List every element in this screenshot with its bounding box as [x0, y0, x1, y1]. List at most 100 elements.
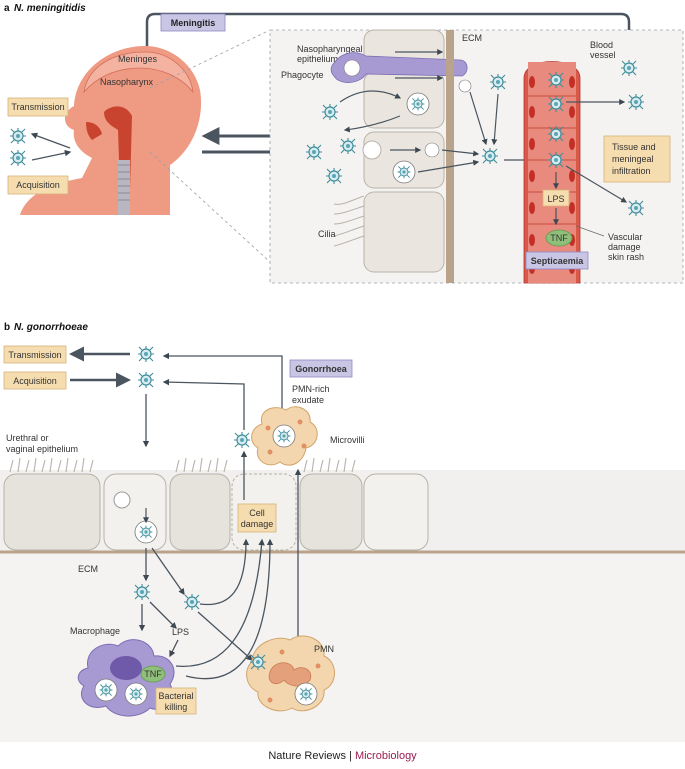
exudate-label-line1: PMN-rich: [292, 384, 330, 394]
tnf-label-b: TNF: [144, 669, 162, 679]
bacterium-in-vacuole: [393, 161, 415, 183]
ecm-a: [446, 30, 454, 283]
transmission-box-a: [7, 97, 69, 117]
panel-b-title: N. gonorrhoeae: [14, 322, 88, 333]
acquisition-label-a: Acquisition: [16, 180, 60, 190]
exudate-label-line2: exudate: [292, 395, 324, 405]
panel-b-letter: b: [4, 322, 10, 333]
bacterium-in-vacuole: [273, 425, 295, 447]
bacterium-in-vacuole: [135, 521, 157, 543]
lps-box-a: [542, 189, 570, 207]
phagocyte-label: Phagocyte: [281, 70, 324, 80]
bacterium: [321, 103, 339, 121]
ecm-label-a: ECM: [462, 33, 482, 43]
bacterium-in-vacuole: [295, 683, 317, 705]
arrow: [469, 91, 488, 146]
bacterium: [133, 583, 151, 601]
cilia-label: Cilia: [318, 229, 336, 239]
bacterium: [137, 345, 155, 363]
ecm-label-b: ECM: [78, 564, 98, 574]
transmission-box-b: [3, 345, 67, 364]
gonorrhoea-label: Gonorrhoea: [295, 364, 347, 374]
bacterium: [547, 71, 565, 89]
macrophage-label: Macrophage: [70, 626, 120, 636]
bacterium: [183, 593, 201, 611]
arrow: [149, 601, 177, 629]
vascular-label-line1: Vascular: [608, 232, 642, 242]
septicaemia-box: [525, 251, 589, 270]
arrow: [491, 93, 499, 146]
tnf-ellipse-b: [140, 665, 166, 683]
tissue-label-line2: meningeal: [612, 154, 654, 164]
footer-credit: Nature Reviews | Microbiology: [0, 750, 685, 762]
acquisition-label-b: Acquisition: [13, 376, 57, 386]
killing-label-line2: killing: [165, 702, 188, 712]
arrow: [162, 378, 245, 430]
epithelium-label-line1: Nasopharyngeal: [297, 44, 363, 54]
bacterium: [305, 143, 323, 161]
panel-a-title: N. meningitidis: [14, 3, 86, 14]
meningitis-label: Meningitis: [171, 18, 216, 28]
head-illustration: [20, 46, 202, 215]
arrow: [343, 115, 401, 133]
bacterium: [547, 151, 565, 169]
arrow: [31, 149, 72, 161]
zoom-lines: [149, 29, 271, 263]
bacterium: [137, 371, 155, 389]
microvilli-label: Microvilli: [330, 435, 365, 445]
arrow: [197, 611, 253, 661]
bacterium: [249, 653, 267, 671]
acquisition-box-a: [7, 175, 69, 195]
tissue-infiltration-box: [603, 135, 671, 183]
nasopharyngeal-epithelium: [333, 29, 445, 273]
arrow: [162, 352, 283, 408]
bacterium: [627, 93, 645, 111]
tissue-label-line3: infiltration: [612, 166, 651, 176]
bacterium: [9, 149, 27, 167]
acquisition-box-b: [3, 371, 67, 390]
nasopharynx-label: Nasopharynx: [100, 77, 154, 87]
lps-label-a: LPS: [547, 194, 564, 204]
panel-a: a N. meningitidis Meningitis Meninges Na…: [4, 3, 684, 284]
arrow: [417, 159, 480, 173]
pmn-nucleus: [268, 662, 312, 687]
transmission-label-b: Transmission: [8, 350, 61, 360]
vascular-label-line3: skin rash: [608, 252, 644, 262]
arrow: [565, 165, 628, 203]
epithelium-b-label-line1: Urethral or: [6, 433, 49, 443]
epithelium-b-label-line2: vaginal epithelium: [6, 444, 78, 454]
bacterium: [547, 95, 565, 113]
arrow: [339, 90, 402, 103]
arrow: [30, 132, 71, 149]
meningitis-box: [160, 13, 226, 32]
lps-label-b: LPS: [172, 627, 189, 637]
blood-vessel-label-line1: Blood: [590, 40, 613, 50]
bacterial-killing-box: [155, 687, 197, 715]
bacterium: [339, 137, 357, 155]
arrow: [151, 547, 185, 596]
bacterium: [489, 73, 507, 91]
macrophage-nucleus: [110, 656, 142, 680]
arrow: [441, 149, 480, 157]
tissue-label-line1: Tissue and: [612, 142, 656, 152]
journal-name: Nature Reviews: [268, 750, 346, 762]
bacterium-in-vacuole: [407, 93, 429, 115]
killing-label-line1: Bacterial: [158, 691, 193, 701]
cell-damage-label-line1: Cell: [249, 508, 265, 518]
journal-section: Microbiology: [354, 750, 417, 762]
footer-separator: |: [345, 750, 355, 762]
bacterium: [9, 127, 27, 145]
blood-vessel-label-line2: vessel: [590, 50, 616, 60]
tnf-label-a: TNF: [550, 233, 568, 243]
bacterium: [325, 167, 343, 185]
panel-a-letter: a: [4, 3, 10, 14]
arrow: [175, 538, 265, 667]
pmn-label: PMN: [314, 644, 334, 654]
epithelium-label-line2: epithelium: [297, 54, 338, 64]
transmission-label-a: Transmission: [11, 102, 64, 112]
bacterium-in-vacuole: [95, 679, 117, 701]
blood-vessel: [523, 61, 581, 284]
phagocyte-cell: [330, 52, 468, 83]
bacterium: [627, 199, 645, 217]
